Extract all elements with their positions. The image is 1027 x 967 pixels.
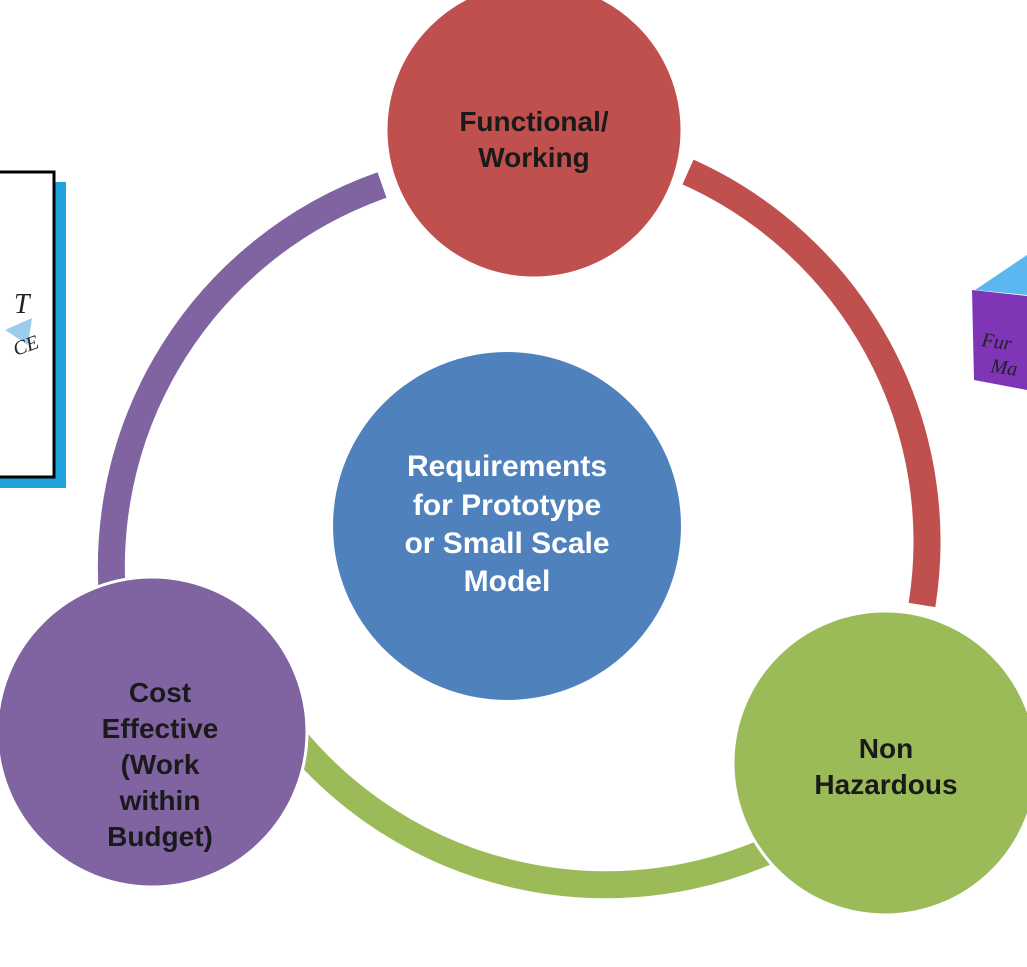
right-node-label: Non Hazardous <box>768 717 1004 817</box>
center-line-4: Model <box>463 565 551 599</box>
left-node-label: Cost Effective (Work within Budget) <box>60 640 260 890</box>
center-line-1: Requirements <box>406 450 608 484</box>
left-card-image: T CE <box>0 170 66 488</box>
center-circle <box>333 352 681 700</box>
right-cube-text-2: Ma <box>988 355 1018 381</box>
center-line-3: or Small Scale <box>404 527 610 560</box>
left-node-circle <box>0 575 309 889</box>
left-line-2: Effective <box>101 713 219 745</box>
right-cube-text-1: Fur <box>979 329 1013 355</box>
ring-arc-top-right <box>682 159 941 608</box>
right-cube-image: Fur Ma <box>972 255 1027 390</box>
top-line-1: Functional/ <box>459 106 609 138</box>
center-line-2: for Prototype <box>412 488 602 522</box>
left-line-5: Budget) <box>107 820 213 852</box>
left-line-1: Cost <box>128 677 192 709</box>
right-node-circle <box>731 609 1027 917</box>
top-line-2: Working <box>478 142 590 173</box>
ring-arc-left <box>97 172 387 643</box>
left-line-3: (Work <box>120 749 200 781</box>
center-node-label: Requirements for Prototype or Small Scal… <box>357 420 657 630</box>
top-node-label: Functional/ Working <box>414 90 654 190</box>
right-line-2: Hazardous <box>814 769 958 800</box>
right-line-1: Non <box>858 733 914 765</box>
left-line-4: within <box>119 784 201 816</box>
cycle-ring <box>97 159 941 899</box>
left-card-letter-1: T <box>14 289 32 320</box>
top-node-circle <box>384 0 684 280</box>
ring-arc-bottom <box>254 692 838 899</box>
